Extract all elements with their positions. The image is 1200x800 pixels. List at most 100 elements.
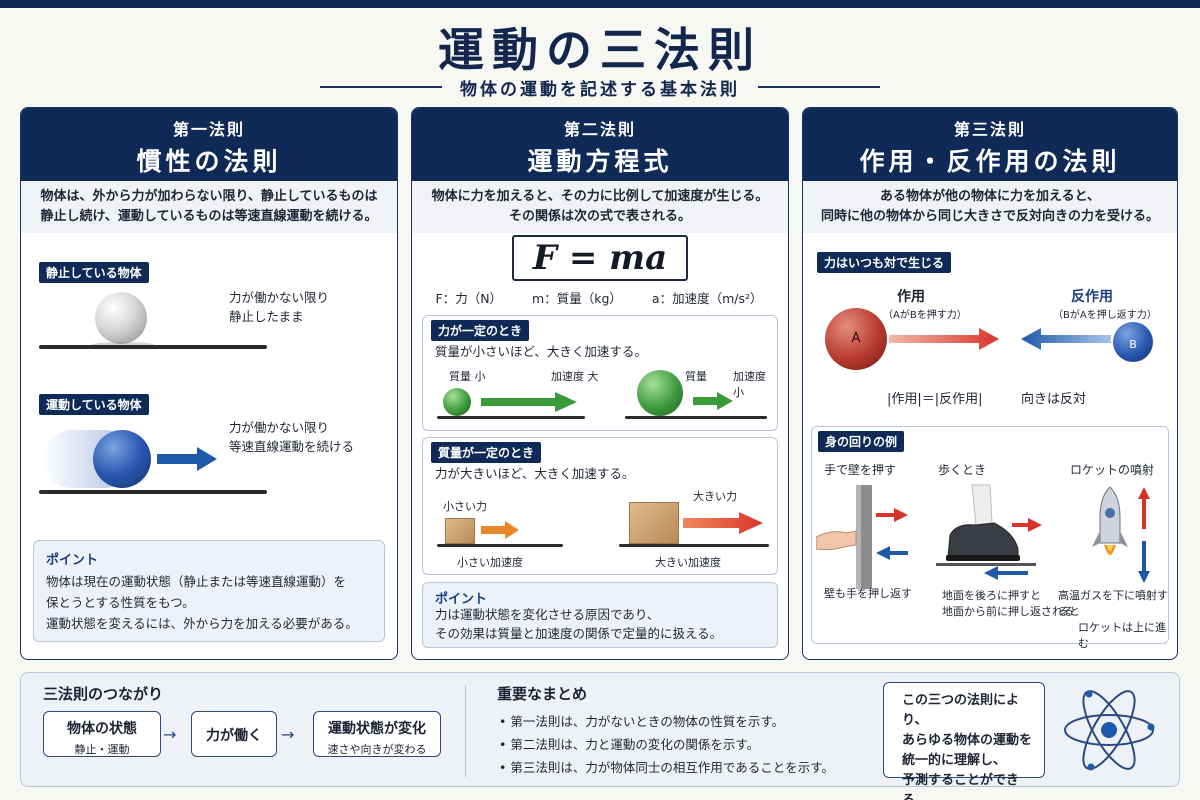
law1-number: 第一法則: [172, 120, 245, 139]
const-force-text: 質量が小さいほど、大きく加速する。: [435, 344, 647, 359]
flow-change-sub: 速さや向きが変わる: [327, 743, 427, 756]
const-force-ground-right: [625, 416, 767, 419]
ex3-text: 高温ガスを下に噴射すると ロケットは上に進む: [1058, 587, 1168, 651]
const-mass-box: 質量が一定のとき 力が大きいほど、大きく加速する。 小さい力 小さい加速度 大き…: [422, 437, 778, 575]
direction-label: 向きは反対: [1021, 392, 1087, 407]
flow-change-main: 運動状態が変化: [328, 721, 426, 737]
formula-variables: F：力（N） m：質量（kg） a：加速度（m/s²）: [412, 288, 786, 307]
const-mass-text: 力が大きいほど、大きく加速する。: [435, 466, 635, 481]
walking-shoe-icon: [936, 484, 1042, 580]
ex3-text-line2: ロケットは上に進む: [1078, 621, 1166, 650]
page-subtitle: 物体の運動を記述する基本法則: [460, 79, 740, 100]
ex2-text-line2: 地面から前に押し返される: [942, 605, 1074, 618]
law3-name: 作用・反作用の法則: [859, 147, 1121, 176]
rest-ball-icon: [95, 292, 147, 344]
small-acc-label: 小さい加速度: [457, 556, 523, 569]
flow-arrow-1-icon: →: [163, 725, 177, 744]
law2-point-box: ポイント 力は運動状態を変化させる原因であり、 その効果は質量と加速度の関係で定…: [422, 582, 778, 648]
law2-header: 第二法則 運動方程式: [412, 108, 788, 181]
reaction-arrow-icon: [1021, 328, 1111, 350]
law3-desc-line2: 同時に他の物体から同じ大きさで反対向きの力を受ける。: [820, 209, 1159, 224]
law1-name: 慣性の法則: [136, 147, 282, 176]
small-accel-label: 加速度 小: [733, 370, 766, 399]
law1-point-box: ポイント 物体は現在の運動状態（静止または等速直線運動）を 保とうとする性質をも…: [33, 540, 385, 642]
ex1-title: 手で壁を押す: [824, 463, 897, 477]
ball-a-label: A: [851, 331, 861, 346]
law1-moving-text-line2: 等速直線運動を続ける: [229, 439, 355, 454]
rest-ground: [39, 345, 267, 349]
law1-point-text: 物体は現在の運動状態（静止または等速直線運動）を 保とうとする性質をもつ。 運動…: [46, 571, 358, 634]
var-force: F：力（N）: [435, 291, 503, 306]
law1-point-line1: 物体は現在の運動状態（静止または等速直線運動）を: [46, 574, 347, 589]
law1-rest-text-line1: 力が働かない限り: [229, 290, 330, 305]
ball-a-icon: A: [825, 308, 887, 370]
law2-point-text: 力は運動状態を変化させる原因であり、 その効果は質量と加速度の関係で定量的に扱え…: [435, 605, 722, 643]
examples-tag: 身の回りの例: [818, 431, 905, 452]
reaction-label: 反作用: [1071, 289, 1113, 305]
ex3-text-line1: 高温ガスを下に噴射すると: [1058, 589, 1168, 618]
conclusion-line3: 統一的に理解し、: [902, 753, 1007, 768]
small-box-icon: [445, 518, 475, 544]
ex2-text: 地面を後ろに押すと 地面から前に押し返される: [942, 587, 1074, 619]
big-acc-label: 大きい加速度: [655, 556, 721, 569]
flow-force-box: 力が働く: [191, 711, 277, 757]
flow-force-main: 力が働く: [206, 728, 262, 744]
law1-moving-text: 力が働かない限り 等速直線運動を続ける: [229, 418, 354, 456]
big-force-arrow-icon: [683, 512, 763, 534]
subtitle-line-left: [320, 86, 442, 88]
law1-point-line3: 運動状態を変えるには、外から力を加える必要がある。: [46, 616, 358, 631]
flow-state-sub: 静止・運動: [74, 743, 130, 756]
var-accel: a：加速度（m/s²）: [651, 291, 763, 306]
flow-change-box: 運動状態が変化 速さや向きが変わる: [313, 711, 441, 757]
connection-title: 三法則のつながり: [43, 685, 164, 703]
law1-moving-tag: 運動している物体: [39, 394, 149, 415]
ball-b-label: B: [1129, 338, 1137, 351]
moving-arrow-icon: [157, 447, 217, 471]
big-green-ball-icon: [637, 370, 683, 416]
action-label: 作用: [897, 289, 925, 305]
const-mass-ground-left: [437, 544, 563, 547]
small-force-label: 小さい力: [443, 500, 487, 513]
flow-state-main: 物体の状態: [67, 721, 137, 737]
action-arrow-icon: [889, 328, 999, 350]
big-box-icon: [629, 502, 679, 544]
small-force-arrow-icon: [481, 521, 519, 539]
subtitle-row: 物体の運動を記述する基本法則: [320, 74, 880, 100]
const-mass-tag: 質量が一定のとき: [431, 442, 542, 463]
action-sub-label: （AがBを押す力）: [883, 310, 967, 321]
reaction-sub-label: （BがAを押し返す力）: [1053, 310, 1157, 321]
law1-point-title: ポイント: [46, 553, 99, 568]
flow-state-box: 物体の状態 静止・運動: [43, 711, 161, 757]
atom-icon: [1064, 690, 1155, 771]
summary-bullet-1: • 第一法則は、力がないときの物体の性質を示す。: [499, 714, 785, 729]
top-bar: [0, 0, 1200, 8]
law1-header: 第一法則 慣性の法則: [21, 108, 397, 181]
summary-section: 三法則のつながり 物体の状態 静止・運動 → 力が働く → 運動状態が変化 速さ…: [20, 672, 1180, 800]
hand-wall-icon: [816, 485, 908, 589]
const-force-ground-left: [437, 416, 585, 419]
law1-moving-text-line1: 力が働かない限り: [229, 420, 330, 435]
const-force-tag: 力が一定のとき: [431, 320, 530, 341]
law1-rest-text: 力が働かない限り 静止したまま: [229, 288, 329, 326]
law1-rest-tag: 静止している物体: [39, 262, 149, 283]
flow-arrow-2-icon: →: [281, 725, 295, 744]
big-force-label: 大きい力: [693, 490, 737, 503]
law1-desc-line2: 静止し続け、運動しているものは等速直線運動を続ける。: [40, 209, 378, 224]
conclusion-box: この三つの法則により、 あらゆる物体の運動を 統一的に理解し、 予測することがで…: [883, 682, 1045, 800]
law1-point-line2: 保とうとする性質をもつ。: [46, 595, 195, 610]
law1-rest-text-line2: 静止したまま: [229, 309, 304, 324]
conclusion-line4: 予測することができる。: [902, 773, 1020, 800]
ex3-title: ロケットの噴射: [1070, 463, 1155, 477]
small-accel-arrow-icon: [693, 392, 733, 410]
law2-point-line1: 力は運動状態を変化させる原因であり、: [435, 607, 660, 622]
pair-tag: 力はいつも対で生じる: [817, 252, 952, 273]
summary-divider: [465, 685, 466, 777]
law1-desc-line1: 物体は、外から力が加わらない限り、静止しているものは: [40, 189, 378, 204]
law2-number: 第二法則: [563, 120, 636, 139]
law2-name: 運動方程式: [527, 147, 673, 176]
law3-panel: 第三法則 作用・反作用の法則 ある物体が他の物体に力を加えると、 同時に他の物体…: [802, 107, 1178, 660]
law2-point-title: ポイント: [435, 592, 488, 607]
law2-point-line2: その効果は質量と加速度の関係で定量的に扱える。: [435, 626, 723, 641]
examples-box: 身の回りの例 手で壁を押す 歩くとき ロケットの噴射 壁も手を押し返す 地面を後…: [811, 426, 1169, 650]
moving-ball-icon: [93, 430, 151, 488]
